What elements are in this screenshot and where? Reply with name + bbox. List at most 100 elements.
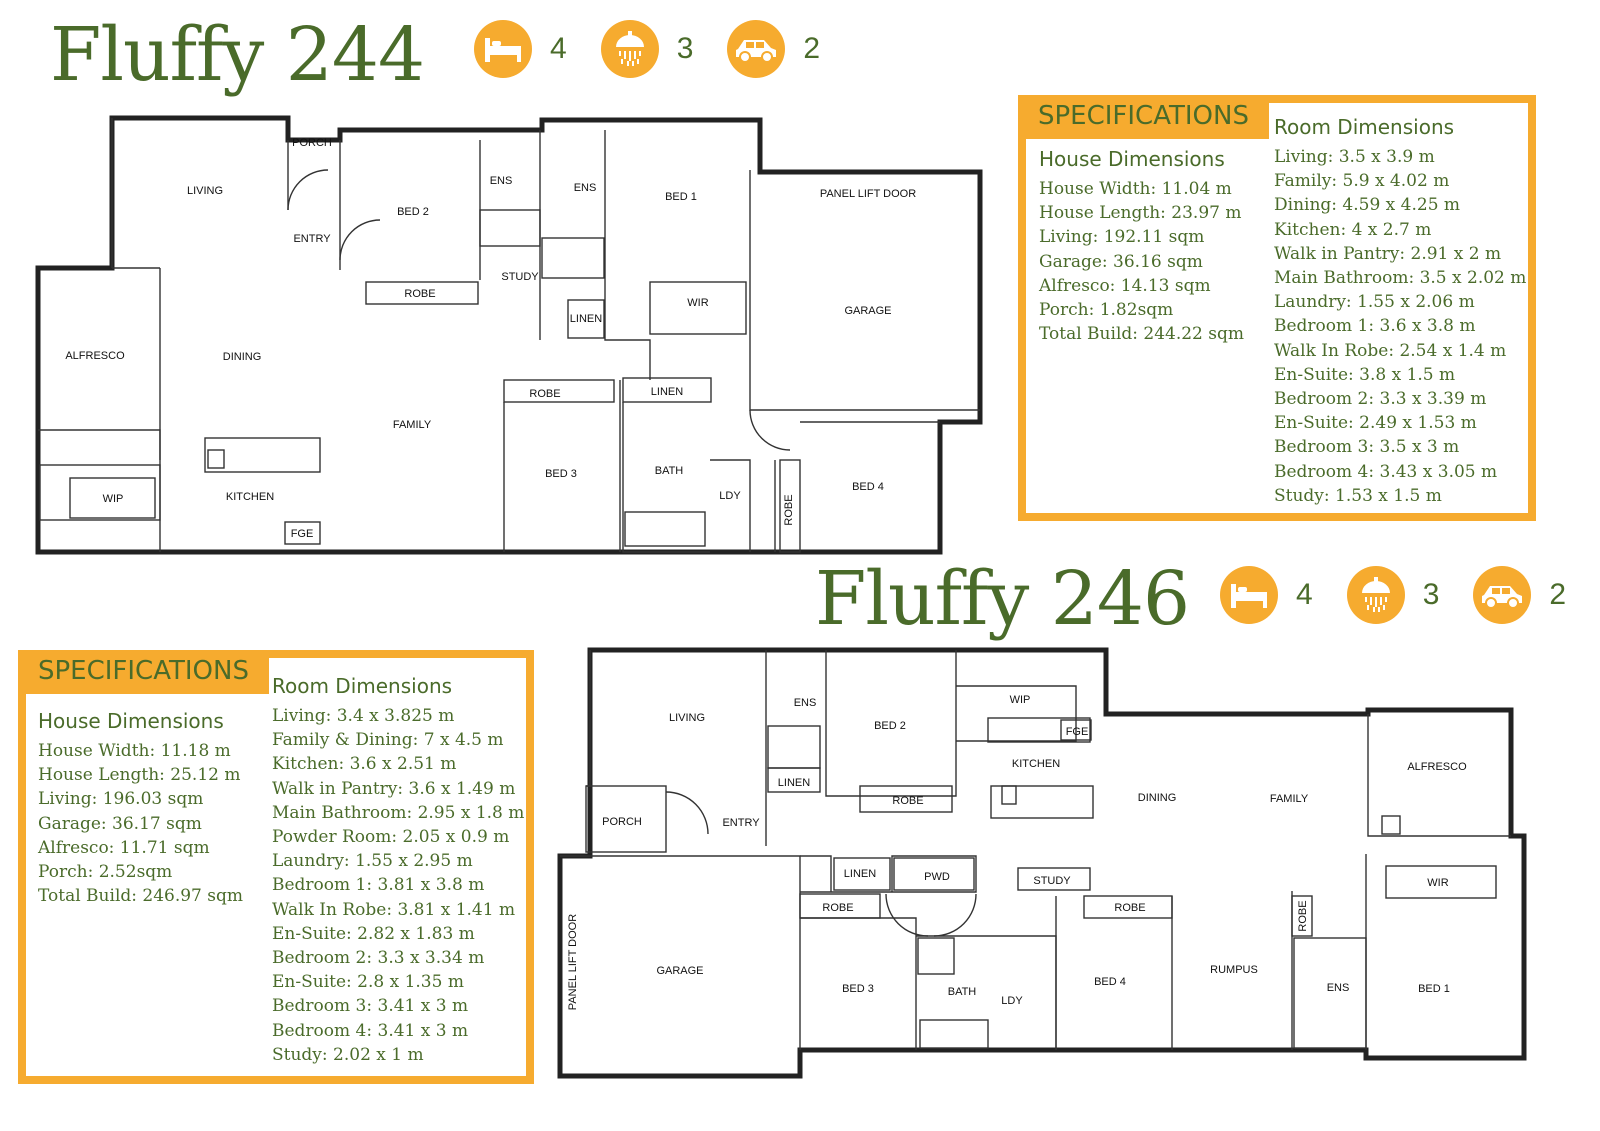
room-dimension-line: Bedroom 4: 3.41 x 3 m — [272, 1020, 469, 1041]
floor-plan-244: PORCH LIVING ENTRY BED 2 ENS ENS BED 1 P… — [30, 110, 990, 562]
feature-icons: 4 3 2 — [474, 20, 836, 78]
room-dimensions-heading: Room Dimensions — [1274, 115, 1455, 139]
house-dimensions-heading: House Dimensions — [38, 709, 224, 733]
specifications-heading: SPECIFICATIONS — [1018, 95, 1269, 139]
room-label: PORCH — [292, 137, 332, 149]
room-label: ALFRESCO — [1407, 761, 1467, 773]
room-label: BED 3 — [842, 983, 874, 995]
house-dimension-line: Garage: 36.16 sqm — [1039, 251, 1203, 272]
room-label: ENS — [1327, 982, 1350, 994]
house-dimensions: House Dimensions House Width: 11.18 m Ho… — [38, 709, 243, 908]
room-label: LDY — [1001, 995, 1023, 1007]
room-label: BED 2 — [397, 206, 429, 218]
house-dimension-line: Living: 192.11 sqm — [1039, 227, 1205, 248]
room-label: STUDY — [501, 271, 539, 283]
room-dimension-line: Laundry: 1.55 x 2.06 m — [1274, 292, 1475, 313]
room-dimension-line: Bedroom 1: 3.81 x 3.8 m — [272, 875, 485, 896]
room-label: LINEN — [570, 313, 602, 325]
bed-icon — [1220, 566, 1278, 624]
house-dimension-line: Total Build: 244.22 sqm — [1039, 324, 1245, 345]
room-dimension-line: Kitchen: 4 x 2.7 m — [1274, 219, 1432, 240]
room-label: FGE — [1066, 726, 1089, 738]
bed-icon — [474, 20, 532, 78]
room-label: ROBE — [1297, 900, 1309, 931]
room-dimension-line: En-Suite: 3.8 x 1.5 m — [1274, 364, 1456, 385]
room-label: ROBE — [529, 388, 560, 400]
room-label: BED 1 — [1418, 983, 1450, 995]
house-dimension-line: Porch: 2.52sqm — [38, 862, 173, 883]
house-dimension-line: House Length: 25.12 m — [38, 765, 241, 786]
specifications-heading: SPECIFICATIONS — [18, 650, 269, 694]
house-dimension-line: House Width: 11.18 m — [38, 741, 231, 761]
room-label: ROBE — [1114, 902, 1145, 914]
room-dimension-line: Kitchen: 3.6 x 2.51 m — [272, 754, 457, 775]
house-dimension-line: Garage: 36.17 sqm — [38, 813, 202, 834]
room-dimension-line: Main Bathroom: 3.5 x 2.02 m — [1274, 268, 1527, 289]
room-dimension-line: Powder Room: 2.05 x 0.9 m — [272, 827, 510, 848]
room-label: WIP — [1010, 694, 1031, 706]
room-label: BED 2 — [874, 720, 906, 732]
room-dimension-line: Walk In Robe: 2.54 x 1.4 m — [1274, 340, 1507, 361]
room-dimension-line: Laundry: 1.55 x 2.95 m — [272, 851, 473, 872]
floor-plan-246: LIVING ENS BED 2 WIP FGE KITCHEN LINEN R… — [556, 646, 1531, 1082]
garage-count: 2 — [1549, 578, 1567, 611]
room-dimension-line: Bedroom 1: 3.6 x 3.8 m — [1274, 316, 1476, 337]
room-label: ROBE — [404, 288, 435, 300]
room-label: LIVING — [669, 712, 705, 724]
room-label: PANEL LIFT DOOR — [820, 188, 916, 200]
house-dimensions: House Dimensions House Width: 11.04 m Ho… — [1039, 147, 1244, 346]
room-dimensions-heading: Room Dimensions — [272, 674, 453, 698]
room-label: WIP — [103, 493, 124, 505]
room-label: DINING — [1138, 792, 1177, 804]
house-dimensions-heading: House Dimensions — [1039, 147, 1225, 171]
car-icon — [1473, 566, 1532, 624]
shower-icon — [600, 20, 659, 78]
room-label: PANEL LIFT DOOR — [567, 914, 579, 1010]
room-dimensions: Room Dimensions Living: 3.4 x 3.825 m Fa… — [272, 674, 524, 1067]
house-dimension-line: Total Build: 246.97 sqm — [38, 886, 244, 907]
room-label: ENTRY — [722, 817, 760, 829]
room-label: FAMILY — [1270, 793, 1309, 805]
room-label: LDY — [719, 490, 741, 502]
room-label: BATH — [948, 986, 977, 998]
room-label: ENS — [574, 182, 597, 194]
room-label: KITCHEN — [226, 491, 274, 503]
room-dimension-line: Bedroom 4: 3.43 x 3.05 m — [1274, 461, 1498, 482]
room-label: ENS — [490, 175, 513, 187]
room-dimension-line: Family & Dining: 7 x 4.5 m — [272, 730, 504, 751]
room-label: LINEN — [651, 386, 683, 398]
plan-title: Fluffy 246 — [815, 556, 1190, 642]
house-dimension-line: Alfresco: 11.71 sqm — [38, 837, 210, 858]
feature-icons: 4 3 2 — [1220, 566, 1582, 624]
room-label: BED 4 — [852, 481, 884, 493]
room-label: WIR — [1427, 877, 1448, 889]
room-label: STUDY — [1033, 875, 1071, 887]
room-label: ENS — [794, 697, 817, 709]
room-dimension-line: Bedroom 2: 3.3 x 3.39 m — [1274, 389, 1487, 410]
room-dimension-line: En-Suite: 2.8 x 1.35 m — [272, 972, 464, 993]
room-label: BED 1 — [665, 191, 697, 203]
room-label: ROBE — [783, 494, 795, 525]
room-dimension-line: Bedroom 2: 3.3 x 3.34 m — [272, 948, 485, 969]
bathroom-count: 3 — [1422, 578, 1440, 611]
shower-icon — [1346, 566, 1405, 624]
house-dimension-line: Living: 196.03 sqm — [38, 789, 204, 810]
car-icon — [727, 20, 786, 78]
room-label: RUMPUS — [1210, 964, 1258, 976]
room-dimension-line: Walk In Robe: 3.81 x 1.41 m — [272, 899, 516, 920]
room-label: GARAGE — [656, 965, 703, 977]
room-label: FGE — [291, 528, 314, 540]
room-label: DINING — [223, 351, 262, 363]
room-label: LINEN — [844, 868, 876, 880]
room-label: WIR — [687, 297, 708, 309]
room-dimension-line: Living: 3.5 x 3.9 m — [1274, 147, 1435, 167]
room-dimension-line: Dining: 4.59 x 4.25 m — [1274, 195, 1461, 216]
house-dimension-line: Porch: 1.82sqm — [1039, 300, 1174, 321]
room-label: LINEN — [778, 777, 810, 789]
bathroom-count: 3 — [676, 32, 694, 65]
room-dimension-line: Bedroom 3: 3.5 x 3 m — [1274, 437, 1460, 458]
room-label: GARAGE — [844, 305, 891, 317]
room-label: BATH — [655, 465, 684, 477]
room-label: KITCHEN — [1012, 758, 1060, 770]
room-dimension-line: En-Suite: 2.49 x 1.53 m — [1274, 413, 1477, 434]
